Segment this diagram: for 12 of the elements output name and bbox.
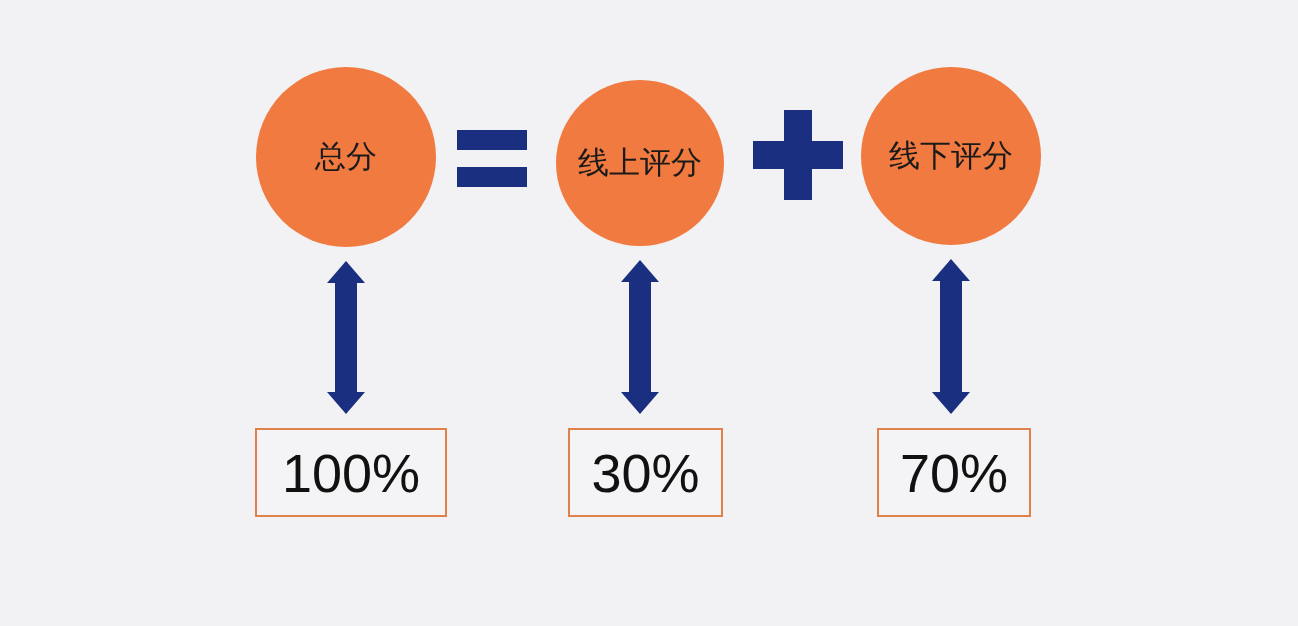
percent-value: 30%: [591, 441, 700, 504]
percent-box: [255, 428, 447, 517]
percent-value: 100%: [281, 441, 421, 504]
percent-box: [568, 428, 723, 517]
circle-label: 总分: [315, 137, 377, 176]
percent-box: [877, 428, 1031, 517]
percent-value: 70%: [899, 441, 1009, 504]
double-arrow: [621, 260, 659, 414]
double-arrow: [932, 259, 970, 414]
double-arrow: [327, 261, 365, 414]
circle-label: 线上评分: [578, 143, 702, 182]
circle-label: 线下评分: [889, 136, 1013, 175]
